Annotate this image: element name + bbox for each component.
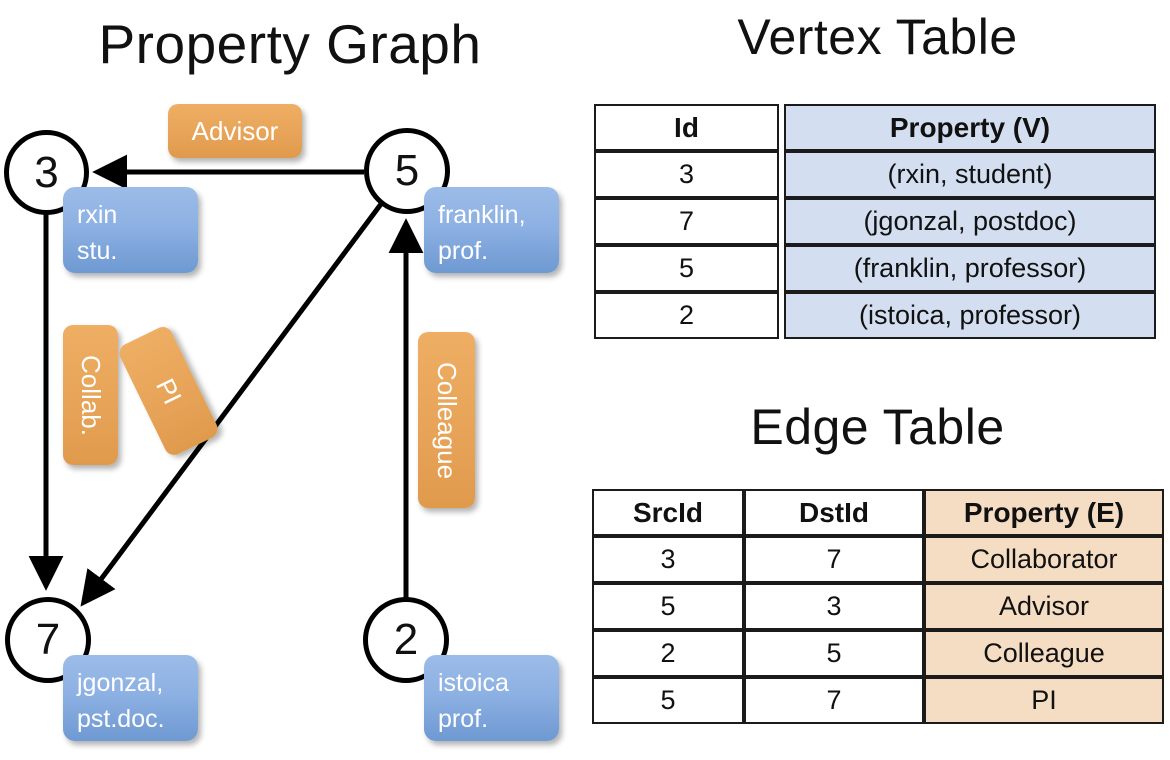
edge-cell-dstid: 7: [744, 677, 924, 724]
vertex-cell-id: 7: [594, 198, 779, 245]
node-property-box-jgonzal: jgonzal, pst.doc.: [63, 655, 198, 741]
table-row: 7 (jgonzal, postdoc): [594, 198, 1156, 245]
vertex-cell-property: (jgonzal, postdoc): [784, 198, 1156, 245]
graph-node-7-label: 7: [35, 615, 61, 664]
node-property-box-rxin: rxin stu.: [63, 187, 198, 273]
edge-label-collab-text: Collab.: [76, 354, 106, 436]
vertex-cell-id: 3: [594, 151, 779, 198]
page-title-edge-table: Edge Table: [750, 399, 1005, 455]
vertex-table: Id Property (V) 3 (rxin, student) 7 (jgo…: [594, 104, 1156, 339]
vertex-cell-id: 5: [594, 245, 779, 292]
page-title-vertex-table: Vertex Table: [737, 9, 1018, 65]
edge-label-colleague: Colleague: [418, 332, 475, 508]
table-row: 5 (franklin, professor): [594, 245, 1156, 292]
edge-cell-dstid: 7: [744, 536, 924, 583]
edge-table: SrcId DstId Property (E) 3 7 Collaborato…: [592, 489, 1164, 724]
edge-cell-property: PI: [924, 677, 1164, 724]
edge-label-advisor-text: Advisor: [191, 115, 279, 146]
edge-label-pi-text: PI: [150, 373, 188, 409]
graph-edges: [28, 154, 424, 607]
edge-header-property: Property (E): [924, 489, 1164, 536]
edge-label-advisor: Advisor: [168, 104, 302, 158]
vertex-cell-id: 2: [594, 292, 779, 339]
table-row: 5 3 Advisor: [592, 583, 1164, 630]
edge-label-collab: Collab.: [63, 325, 118, 465]
table-row: 5 7 PI: [592, 677, 1164, 724]
vertex-cell-property: (franklin, professor): [784, 245, 1156, 292]
table-row: 3 (rxin, student): [594, 151, 1156, 198]
graph-node-5[interactable]: 5: [364, 128, 450, 214]
edge-cell-srcid: 2: [592, 630, 744, 677]
edge-5-to-7: [80, 202, 384, 607]
edge-cell-srcid: 5: [592, 677, 744, 724]
page-title-property-graph: Property Graph: [98, 13, 482, 75]
edge-cell-dstid: 3: [744, 583, 924, 630]
edge-header-dstid: DstId: [744, 489, 924, 536]
vertex-header-id: Id: [594, 104, 779, 151]
edge-cell-srcid: 3: [592, 536, 744, 583]
table-row-header: SrcId DstId Property (E): [592, 489, 1164, 536]
edge-cell-property: Collaborator: [924, 536, 1164, 583]
vertex-cell-property: (rxin, student): [784, 151, 1156, 198]
node-property-box-istoica: istoica prof.: [424, 655, 559, 741]
graph-node-5-label: 5: [394, 146, 420, 195]
edge-cell-property: Colleague: [924, 630, 1164, 677]
edge-header-srcid: SrcId: [592, 489, 744, 536]
table-row: 2 (istoica, professor): [594, 292, 1156, 339]
edge-label-colleague-text: Colleague: [432, 361, 462, 479]
graph-node-2[interactable]: 2: [363, 597, 449, 683]
edge-cell-property: Advisor: [924, 583, 1164, 630]
node-property-box-franklin: franklin, prof.: [424, 187, 559, 273]
table-row-header: Id Property (V): [594, 104, 1156, 151]
table-row: 3 7 Collaborator: [592, 536, 1164, 583]
table-row: 2 5 Colleague: [592, 630, 1164, 677]
vertex-header-property: Property (V): [784, 104, 1156, 151]
edge-cell-dstid: 5: [744, 630, 924, 677]
graph-node-2-label: 2: [393, 615, 419, 664]
graph-node-3-label: 3: [34, 147, 59, 197]
vertex-cell-property: (istoica, professor): [784, 292, 1156, 339]
edge-cell-srcid: 5: [592, 583, 744, 630]
